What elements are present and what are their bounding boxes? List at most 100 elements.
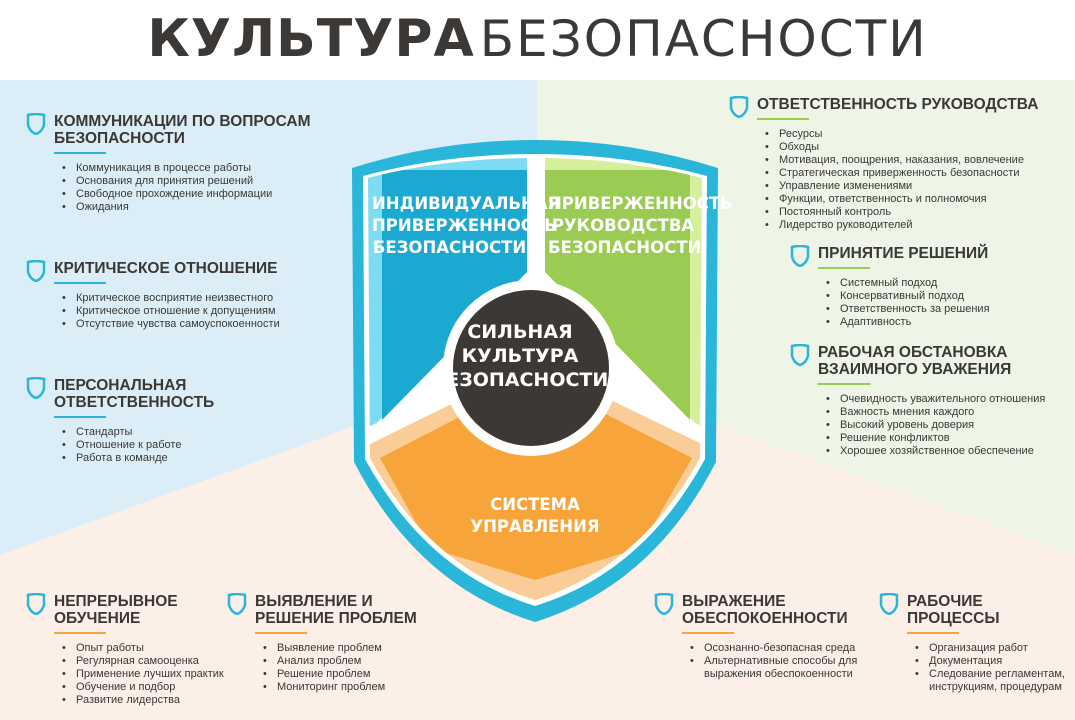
- section-underline: [757, 118, 809, 120]
- list-item: Решение конфликтов: [826, 432, 1070, 445]
- list-item: Развитие лидерства: [62, 694, 226, 707]
- list-item: Ответственность за решения: [826, 303, 1070, 316]
- shield-icon: [790, 245, 810, 267]
- list-item: Организация работ: [915, 642, 1065, 655]
- shield-icon: [26, 113, 46, 135]
- shield-icon: [729, 96, 749, 118]
- list-item: Критическое отношение к допущениям: [62, 305, 336, 318]
- label-strong-safety-culture: СИЛЬНАЯ КУЛЬТУРА БЕЗОПАСНОСТИ: [431, 321, 609, 391]
- section-header: КРИТИЧЕСКОЕ ОТНОШЕНИЕ: [26, 260, 336, 282]
- shield-icon: [879, 593, 899, 615]
- section-header: РАБОЧАЯ ОБСТАНОВКА ВЗАИМНОГО УВАЖЕНИЯ: [790, 344, 1070, 378]
- list-item: Осознанно-безопасная среда: [690, 642, 860, 655]
- list-item: Применение лучших практик: [62, 668, 226, 681]
- page-title: КУЛЬТУРА БЕЗОПАСНОСТИ: [0, 0, 1075, 78]
- section-problems: ВЫЯВЛЕНИЕ И РЕШЕНИЕ ПРОБЛЕМ Выявление пр…: [227, 593, 447, 694]
- section-environment: РАБОЧАЯ ОБСТАНОВКА ВЗАИМНОГО УВАЖЕНИЯ Оч…: [790, 344, 1070, 458]
- segment-right: [545, 170, 690, 420]
- list-item: Отсутствие чувства самоуспокоенности: [62, 318, 336, 331]
- list-item: Ожидания: [62, 201, 336, 214]
- section-header: ВЫЯВЛЕНИЕ И РЕШЕНИЕ ПРОБЛЕМ: [227, 593, 447, 627]
- segment-bottom: [380, 378, 692, 580]
- list-item: Обходы: [765, 141, 1069, 154]
- list-item: Консервативный подход: [826, 290, 1070, 303]
- section-decisions: ПРИНЯТИЕ РЕШЕНИЙ Системный подход Консер…: [790, 245, 1070, 329]
- list-item: Свободное прохождение информации: [62, 188, 336, 201]
- label-leadership-commitment: ПРИВЕРЖЕННОСТЬ РУКОВОДСТВА БЕЗОПАСНОСТИ: [548, 194, 733, 257]
- item-list: Организация работ Документация Следовани…: [879, 642, 1065, 694]
- shield-icon: [26, 377, 46, 399]
- list-item: Мониторинг проблем: [263, 681, 447, 694]
- section-concerns: ВЫРАЖЕНИЕ ОБЕСПОКОЕННОСТИ Осознанно-безо…: [654, 593, 874, 681]
- section-title: РАБОЧИЕ ПРОЦЕССЫ: [907, 593, 1000, 627]
- section-header: ПРИНЯТИЕ РЕШЕНИЙ: [790, 245, 1070, 267]
- section-critical: КРИТИЧЕСКОЕ ОТНОШЕНИЕ Критическое воспри…: [26, 260, 336, 331]
- section-header: РАБОЧИЕ ПРОЦЕССЫ: [879, 593, 1069, 627]
- label-individual-commitment: ИНДИВИДУАЛЬНАЯ ПРИВЕРЖЕННОСТЬ БЕЗОПАСНОС…: [372, 194, 561, 257]
- list-item: Опыт работы: [62, 642, 226, 655]
- section-title: КОММУНИКАЦИИ ПО ВОПРОСАМ БЕЗОПАСНОСТИ: [54, 113, 311, 147]
- section-learning: НЕПРЕРЫВНОЕ ОБУЧЕНИЕ Опыт работы Регуляр…: [26, 593, 226, 707]
- section-header: ОТВЕТСТВЕННОСТЬ РУКОВОДСТВА: [729, 96, 1069, 118]
- section-underline: [818, 383, 870, 385]
- section-title: ВЫРАЖЕНИЕ ОБЕСПОКОЕННОСТИ: [682, 593, 848, 627]
- list-item: Важность мнения каждого: [826, 406, 1070, 419]
- section-title: ПРИНЯТИЕ РЕШЕНИЙ: [818, 245, 989, 262]
- list-item: Критическое восприятие неизвестного: [62, 292, 336, 305]
- list-item: Управление изменениями: [765, 180, 1069, 193]
- list-item: Функции, ответственность и полномочия: [765, 193, 1069, 206]
- list-item: Основания для принятия решений: [62, 175, 336, 188]
- list-item: Коммуникация в процессе работы: [62, 162, 336, 175]
- item-list: Критическое восприятие неизвестного Крит…: [26, 292, 336, 331]
- section-title: ВЫЯВЛЕНИЕ И РЕШЕНИЕ ПРОБЛЕМ: [255, 593, 417, 627]
- list-item: Решение проблем: [263, 668, 447, 681]
- item-list: Системный подход Консервативный подход О…: [790, 277, 1070, 329]
- list-item: Адаптивность: [826, 316, 1070, 329]
- list-item: Высокий уровень доверия: [826, 419, 1070, 432]
- section-title: НЕПРЕРЫВНОЕ ОБУЧЕНИЕ: [54, 593, 178, 627]
- center-circle: [453, 290, 609, 446]
- section-title: РАБОЧАЯ ОБСТАНОВКА ВЗАИМНОГО УВАЖЕНИЯ: [818, 344, 1012, 378]
- section-title: ПЕРСОНАЛЬНАЯ ОТВЕТСТВЕННОСТЬ: [54, 377, 215, 411]
- shield-icon: [227, 593, 247, 615]
- section-underline: [818, 267, 870, 269]
- list-item: Стандарты: [62, 426, 336, 439]
- list-item: Отношение к работе: [62, 439, 336, 452]
- shield-icon: [26, 260, 46, 282]
- item-list: Опыт работы Регулярная самооценка Примен…: [26, 642, 226, 707]
- list-item: Лидерство руководителей: [765, 219, 1069, 232]
- list-item: Документация: [915, 655, 1065, 668]
- item-list: Ресурсы Обходы Мотивация, поощрения, нак…: [729, 128, 1069, 232]
- list-item: Стратегическая приверженность безопаснос…: [765, 167, 1069, 180]
- list-item: Следование регламентам, инструкциям, про…: [915, 668, 1065, 694]
- section-communications: КОММУНИКАЦИИ ПО ВОПРОСАМ БЕЗОПАСНОСТИ Ко…: [26, 113, 336, 214]
- list-item: Мотивация, поощрения, наказания, вовлече…: [765, 154, 1069, 167]
- section-header: ВЫРАЖЕНИЕ ОБЕСПОКОЕННОСТИ: [654, 593, 874, 627]
- item-list: Выявление проблем Анализ проблем Решение…: [227, 642, 447, 694]
- label-management-system: СИСТЕМА УПРАВЛЕНИЯ: [470, 495, 600, 536]
- section-underline: [54, 152, 106, 154]
- list-item: Работа в команде: [62, 452, 336, 465]
- section-underline: [907, 632, 959, 634]
- title-light: БЕЗОПАСНОСТИ: [479, 10, 928, 68]
- list-item: Альтернативные способы для выражения обе…: [690, 655, 860, 681]
- shield-icon: [790, 344, 810, 366]
- section-header: НЕПРЕРЫВНОЕ ОБУЧЕНИЕ: [26, 593, 226, 627]
- item-list: Коммуникация в процессе работы Основания…: [26, 162, 336, 214]
- list-item: Регулярная самооценка: [62, 655, 226, 668]
- section-underline: [54, 416, 106, 418]
- section-header: КОММУНИКАЦИИ ПО ВОПРОСАМ БЕЗОПАСНОСТИ: [26, 113, 336, 147]
- title-bold: КУЛЬТУРА: [147, 9, 475, 69]
- item-list: Осознанно-безопасная среда Альтернативны…: [654, 642, 860, 681]
- list-item: Системный подход: [826, 277, 1070, 290]
- segment-divider-right: [596, 378, 702, 448]
- item-list: Очевидность уважительного отношения Важн…: [790, 393, 1070, 458]
- section-underline: [54, 282, 106, 284]
- section-processes: РАБОЧИЕ ПРОЦЕССЫ Организация работ Докум…: [879, 593, 1069, 694]
- section-title: ОТВЕТСТВЕННОСТЬ РУКОВОДСТВА: [757, 96, 1039, 113]
- segment-left: [382, 170, 527, 420]
- section-underline: [255, 632, 307, 634]
- list-item: Анализ проблем: [263, 655, 447, 668]
